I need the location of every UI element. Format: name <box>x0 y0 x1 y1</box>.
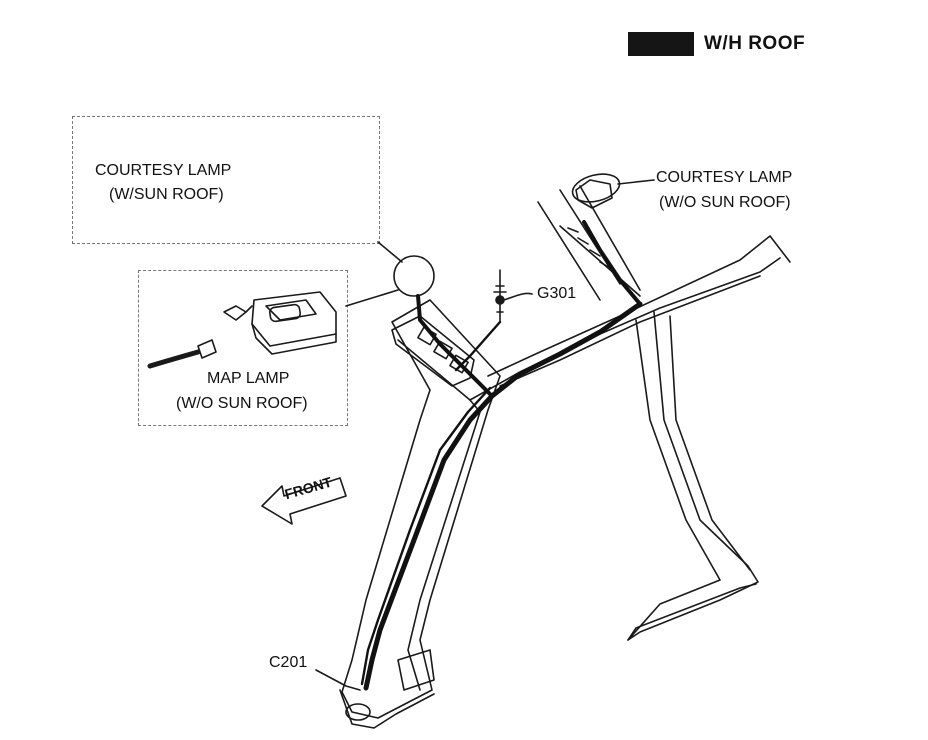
callout-line-courtesy <box>377 241 403 263</box>
roof-harness-ground-branch <box>454 320 502 372</box>
roof-harness-map-lamp-branch <box>416 294 494 398</box>
front-arrow-icon <box>261 477 347 525</box>
ground-g301-leader <box>503 292 533 301</box>
pillar-base-outline <box>339 689 435 729</box>
courtesy-lamp-inset <box>72 116 380 244</box>
rear-pillar-inner <box>669 315 751 571</box>
courtesy-lamp-sun-roof-label-2: (W/SUN ROOF) <box>109 186 224 203</box>
roof-rail-outline-upper <box>487 235 791 377</box>
roof-rail-outline <box>469 257 781 401</box>
map-lamp-label-2: (W/O SUN ROOF) <box>176 395 308 412</box>
ground-g301-terminal <box>495 295 505 305</box>
magnifier-circle <box>393 255 435 297</box>
map-lamp-pigtail <box>197 339 217 359</box>
courtesy-lamp-no-sun-roof-body <box>575 179 613 209</box>
courtesy-lamp-no-sun-roof-leader <box>617 179 655 185</box>
harness-legend-swatch <box>628 32 694 56</box>
callout-line-map <box>345 289 399 307</box>
pillar-base-hole <box>345 703 371 721</box>
rear-pillar-outline <box>627 311 759 641</box>
ground-g301-label: G301 <box>537 285 577 302</box>
front-pillar-inner-line <box>397 339 481 691</box>
map-lamp-pigtail-wire <box>147 349 201 369</box>
map-lamp-switch <box>269 303 301 323</box>
roof-rail-inner <box>499 275 761 387</box>
front-pillar-outline <box>341 299 501 719</box>
roof-harness-rear-branch <box>582 220 642 306</box>
connector-c201-leader <box>315 669 361 691</box>
ground-g301-bolt <box>493 285 507 313</box>
connector-c201-label: C201 <box>269 654 308 671</box>
courtesy-lamp-sun-roof-label-1: COURTESY LAMP <box>95 162 232 179</box>
rear-pillar-bottom <box>627 583 757 641</box>
courtesy-lamp-no-sun-roof-label-2: (W/O SUN ROOF) <box>659 194 791 211</box>
map-lamp-housing <box>391 315 475 387</box>
roof-harness-inner-run <box>360 386 492 686</box>
map-lamp-inset <box>138 270 348 426</box>
rear-pillar-clips <box>567 227 611 269</box>
map-lamp-wire <box>245 305 253 313</box>
harness-legend-label: W/H ROOF <box>704 33 806 54</box>
rear-roof-slope <box>559 225 641 297</box>
roof-harness-main-run <box>363 301 643 691</box>
map-lamp-lens <box>265 299 317 321</box>
map-lamp-connector <box>223 305 247 321</box>
map-lamp-body-side <box>251 323 337 355</box>
courtesy-lamp-no-sun-roof-label-1: COURTESY LAMP <box>656 169 793 186</box>
courtesy-lamp-no-sun-roof-oval <box>571 173 621 203</box>
map-lamp-label-1: MAP LAMP <box>207 370 290 387</box>
pillar-base-tab <box>397 649 435 691</box>
